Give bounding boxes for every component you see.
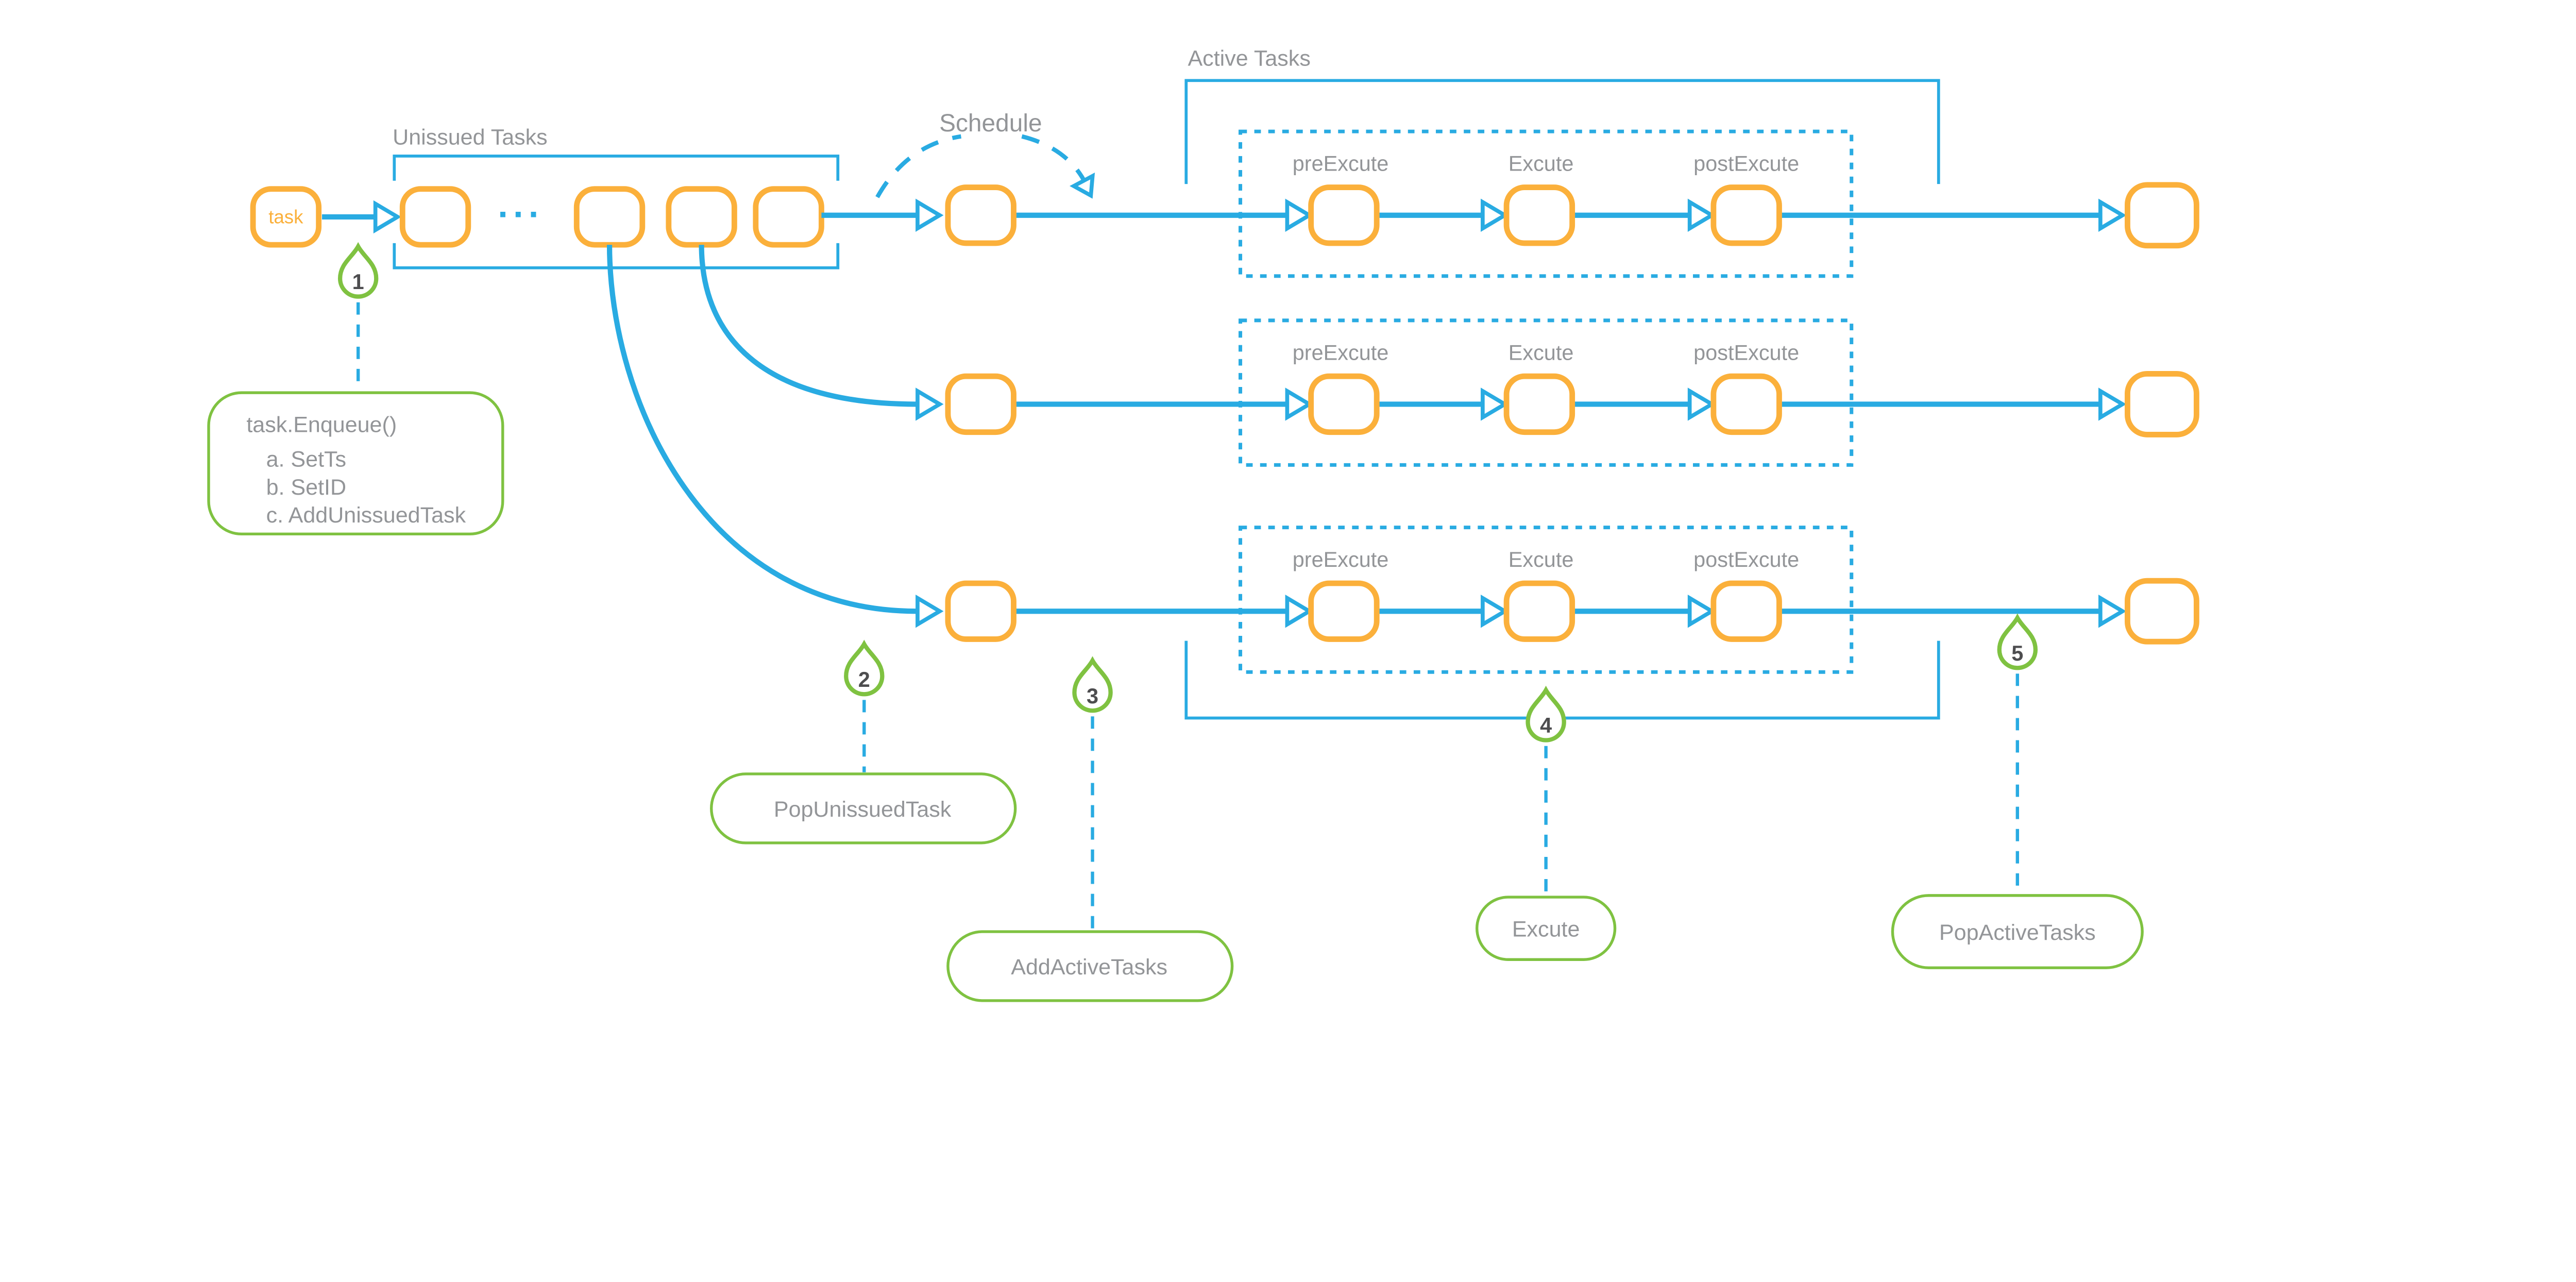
- dotted-box: [1239, 526, 1854, 674]
- active-tasks-label: Active Tasks: [1188, 46, 1310, 71]
- schedule-arrowhead: [1074, 176, 1100, 201]
- unissued-bracket-top: [393, 155, 840, 181]
- arrowhead: [1483, 598, 1505, 625]
- callout-line: c. AddUnissuedTask: [266, 503, 466, 528]
- end-node: [2127, 185, 2196, 246]
- callout-box-add-active: [946, 930, 1234, 1002]
- step-marker-5: 5 PopActiveTasks: [1891, 618, 2144, 969]
- arrowhead: [1287, 202, 1309, 228]
- end-node: [2127, 581, 2196, 642]
- callout-line: a. SetTs: [266, 447, 346, 472]
- stage-label-execute: Excute: [1509, 547, 1574, 571]
- queue-ellipsis: ···: [498, 194, 544, 234]
- active-bracket-bottom: [1184, 640, 1940, 720]
- marker-number: 3: [1087, 684, 1098, 708]
- callout-box-pop-unissued: [710, 772, 1017, 845]
- step-marker-4: 4 Excute: [1475, 690, 1617, 961]
- pre-execute-node: [1311, 583, 1377, 639]
- step-marker-1: 1 task.Enqueue() a. SetTs b. SetID c. Ad…: [207, 246, 504, 536]
- schedule-label: Schedule: [939, 110, 1042, 137]
- stage-label-preexecute: preExcute: [1293, 547, 1389, 571]
- callout-line: task.Enqueue(): [246, 413, 397, 437]
- schedule-arc-left: [875, 134, 962, 198]
- end-node: [2127, 374, 2196, 434]
- marker-number: 4: [1540, 713, 1552, 737]
- entry-node: [948, 583, 1014, 639]
- callout-line: b. SetID: [266, 475, 346, 500]
- marker-number: 1: [352, 269, 364, 294]
- unissued-bracket-bottom: [393, 243, 840, 269]
- stage-label-postexecute: postExcute: [1693, 547, 1799, 571]
- callout-line: AddActiveTasks: [1011, 955, 1167, 980]
- task-node-label: task: [268, 207, 303, 228]
- arrowhead: [1483, 202, 1505, 228]
- task-queue-diagram: Unissued Tasks Active Tasks Schedule tas…: [207, 46, 2576, 1002]
- stage-label-postexecute: postExcute: [1693, 151, 1799, 176]
- post-execute-node: [1714, 376, 1780, 432]
- schedule-arc-right: [1021, 134, 1088, 185]
- marker-number: 5: [2011, 641, 2023, 665]
- callout-line: Excute: [1512, 917, 1580, 942]
- worker-row-2: preExcute Excute postExcute: [948, 318, 2196, 467]
- callout-box-pop-active: [1891, 894, 2144, 969]
- worker-row-3: preExcute Excute postExcute: [948, 526, 2196, 674]
- marker-number: 2: [858, 667, 870, 691]
- arrowhead: [1690, 391, 1712, 417]
- arrowhead: [376, 204, 398, 230]
- dotted-box: [1239, 129, 1854, 278]
- callout-line: PopUnissuedTask: [774, 797, 952, 822]
- stage-label-execute: Excute: [1509, 151, 1574, 176]
- queue-node: [756, 189, 822, 245]
- arrowhead: [918, 391, 940, 417]
- entry-node: [948, 376, 1014, 432]
- arrowhead: [1690, 202, 1712, 228]
- stage-label-preexecute: preExcute: [1293, 151, 1389, 176]
- arrowhead: [2100, 202, 2123, 228]
- stage-label-postexecute: postExcute: [1693, 340, 1799, 364]
- post-execute-node: [1714, 188, 1780, 243]
- stage-label-execute: Excute: [1509, 340, 1574, 364]
- step-marker-3: 3 AddActiveTasks: [946, 661, 1234, 1002]
- stage-label-preexecute: preExcute: [1293, 340, 1389, 364]
- queue-node: [402, 189, 468, 245]
- queue-to-row3-curve: [606, 245, 917, 614]
- execute-node: [1506, 376, 1572, 432]
- diagram-canvas: Unissued Tasks Active Tasks Schedule tas…: [207, 46, 2576, 1002]
- pre-execute-node: [1311, 376, 1377, 432]
- arrowhead: [918, 202, 940, 228]
- callout-box-execute: [1475, 896, 1617, 961]
- unissued-tasks-label: Unissued Tasks: [393, 125, 548, 150]
- dotted-box: [1239, 318, 1854, 467]
- entry-node: [948, 188, 1014, 243]
- arrowhead: [2100, 598, 2123, 625]
- queue-to-row2-curve: [699, 245, 917, 407]
- arrowhead: [1483, 391, 1505, 417]
- execute-node: [1506, 188, 1572, 243]
- worker-row-1: preExcute Excute postExcute: [948, 129, 2196, 278]
- execute-node: [1506, 583, 1572, 639]
- queue-node: [669, 189, 735, 245]
- arrowhead: [1287, 391, 1309, 417]
- pre-execute-node: [1311, 188, 1377, 243]
- arrowhead: [1287, 598, 1309, 625]
- arrowhead: [1690, 598, 1712, 625]
- active-bracket-top: [1184, 79, 1940, 184]
- post-execute-node: [1714, 583, 1780, 639]
- queue-node: [577, 189, 642, 245]
- callout-line: PopActiveTasks: [1939, 920, 2096, 945]
- arrowhead: [918, 598, 940, 625]
- callout-box-enqueue: [207, 391, 504, 536]
- arrowhead: [2100, 391, 2123, 417]
- step-marker-2: 2 PopUnissuedTask: [710, 644, 1017, 845]
